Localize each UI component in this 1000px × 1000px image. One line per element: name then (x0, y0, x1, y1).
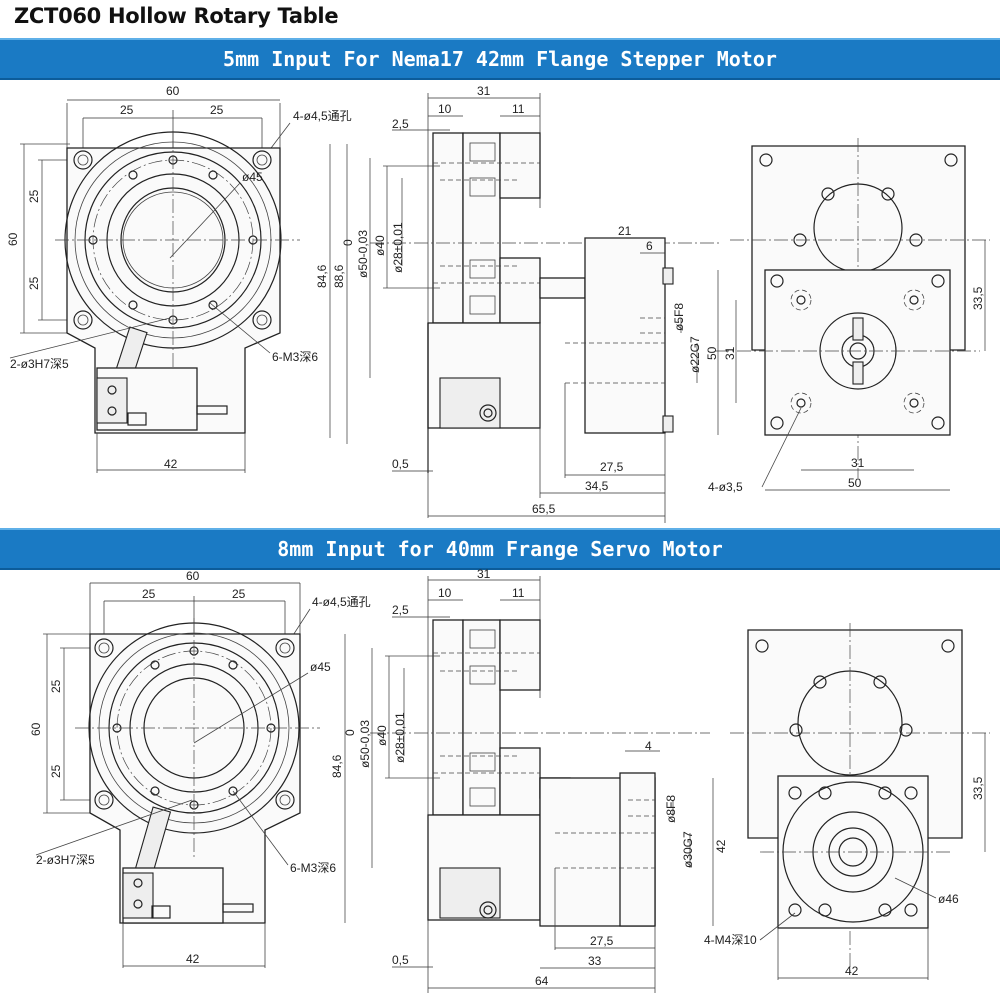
side-view-stepper: 31 10 11 2,5 (341, 84, 720, 523)
dim-right-846-s: 84,6 (330, 754, 344, 778)
rear-view-servo: 33,5 ø46 4-M4深10 42 (704, 623, 990, 980)
section-banner-servo-label: 8mm Input for 40mm Frange Servo Motor (277, 537, 723, 561)
dim-left-25b: 25 (27, 276, 41, 290)
dim-05-s: 0,5 (392, 953, 409, 967)
servo-drawings: 60 25 25 4-ø4,5通孔 60 25 25 84,6 (29, 568, 990, 993)
dim-25-s: 2,5 (392, 603, 409, 617)
dim-25-left: 25 (120, 103, 134, 117)
section-banner-stepper: 5mm Input For Nema17 42mm Flange Stepper… (0, 38, 1000, 80)
dim-rear-42-s: 42 (845, 964, 859, 978)
dim-rear-335-s: 33,5 (971, 776, 985, 800)
dim-30g7-s: ø30G7 (681, 831, 695, 868)
dim-10: 10 (438, 102, 452, 116)
dim-bottom-42-s: 42 (186, 952, 200, 966)
dim-05: 0,5 (392, 457, 409, 471)
dim-25-right: 25 (210, 103, 224, 117)
dim-left-60: 60 (6, 232, 20, 246)
dim-right-846: 84,6 (315, 264, 329, 288)
dim-60: 60 (166, 84, 180, 98)
label-rear-holes-s: 4-M4深10 (704, 933, 757, 947)
label-dia46-s: ø46 (938, 892, 959, 906)
label-pin-holes: 2-ø3H7深5 (10, 357, 69, 371)
dim-rear-31: 31 (851, 456, 865, 470)
dim-10-s: 10 (438, 586, 452, 600)
dim-31-s: 31 (477, 568, 491, 581)
label-holes-s: 4-ø4,5通孔 (312, 595, 371, 609)
dim-25: 2,5 (392, 117, 409, 131)
dim-40-s: ø40 (375, 725, 389, 746)
dim-25-right-s: 25 (232, 587, 246, 601)
dim-655: 65,5 (532, 502, 556, 516)
dim-345: 34,5 (585, 479, 609, 493)
front-view-stepper: 60 25 25 4-ø4,5通孔 60 25 25 84,6 88,6 (6, 84, 352, 473)
label-pin-holes-s: 2-ø3H7深5 (36, 853, 95, 867)
dim-25-left-s: 25 (142, 587, 156, 601)
dim-rear-335: 33,5 (971, 286, 985, 310)
label-tap-holes-s: 6-M3深6 (290, 861, 336, 875)
dim-5f8: ø5F8 (672, 303, 686, 331)
dim-left-60-s: 60 (29, 722, 43, 736)
label-rear-holes: 4-ø3,5 (708, 480, 743, 494)
label-holes: 4-ø4,5通孔 (293, 109, 352, 123)
front-view-servo: 60 25 25 4-ø4,5通孔 60 25 25 84,6 (29, 569, 371, 968)
dim-28-s: ø28±0,01 (393, 712, 407, 763)
dim-42-side-s: 42 (714, 839, 728, 853)
dim-50: ø50-0,03 (356, 230, 370, 278)
label-tap-holes: 6-M3深6 (272, 350, 318, 364)
dim-11: 11 (512, 102, 525, 116)
dim-11-s: 11 (512, 586, 525, 600)
dim-31: 31 (477, 84, 491, 98)
section-banner-servo: 8mm Input for 40mm Frange Servo Motor (0, 528, 1000, 570)
dim-6: 6 (646, 239, 653, 253)
dim-21: 21 (618, 224, 632, 238)
dim-0: 0 (341, 239, 355, 246)
stepper-drawings: 60 25 25 4-ø4,5通孔 60 25 25 84,6 88,6 (6, 84, 990, 523)
dim-left-25a-s: 25 (49, 679, 63, 693)
label-dia45: ø45 (242, 170, 263, 184)
dim-left-25b-s: 25 (49, 764, 63, 778)
label-dia45-s: ø45 (310, 660, 331, 674)
dim-40: ø40 (373, 235, 387, 256)
dim-4-s: 4 (645, 739, 652, 753)
rear-view-stepper: 50 31 33,5 31 50 4-ø3,5 (705, 138, 990, 494)
dim-50-s: ø50-0,03 (358, 720, 372, 768)
dim-275-s: 27,5 (590, 934, 614, 948)
dim-rear-31v: 31 (723, 346, 737, 360)
dim-275: 27,5 (600, 460, 624, 474)
dim-64-s: 64 (535, 974, 549, 988)
dim-8f8-s: ø8F8 (664, 795, 678, 823)
dim-left-25a: 25 (27, 189, 41, 203)
dim-33-s: 33 (588, 954, 602, 968)
dim-rear-50: 50 (705, 346, 719, 360)
dim-22g7: ø22G7 (688, 336, 702, 373)
dim-60-s: 60 (186, 569, 200, 583)
dim-28: ø28±0,01 (391, 222, 405, 273)
dim-bottom-42: 42 (164, 457, 178, 471)
dim-rear-50b: 50 (848, 476, 862, 490)
section-banner-stepper-label: 5mm Input For Nema17 42mm Flange Stepper… (223, 47, 777, 71)
dim-right-886: 88,6 (332, 264, 346, 288)
side-view-servo: 31 10 11 2,5 ø50-0,03 0 (343, 568, 728, 993)
dim-0-s: 0 (343, 729, 357, 736)
page-title: ZCT060 Hollow Rotary Table (14, 4, 339, 28)
